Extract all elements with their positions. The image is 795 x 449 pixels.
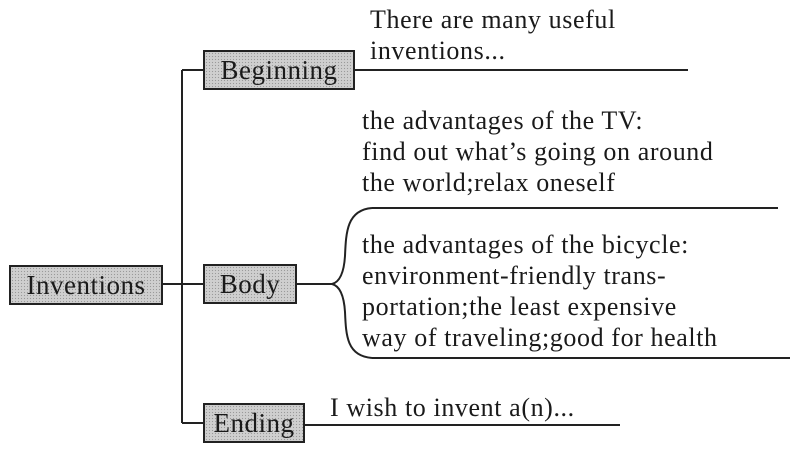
bicycle-advantages-text: the advantages of the bicycle: environme… [362, 229, 718, 353]
beginning-label: Beginning [220, 54, 338, 85]
body-brace [331, 207, 373, 359]
body-node: Body [203, 264, 297, 304]
ending-label: Ending [213, 407, 295, 438]
beginning-text-line: inventions... [370, 36, 506, 65]
bicycle-text-line: environment-friendly trans- [362, 261, 667, 290]
body-label: Body [219, 268, 281, 299]
root-node: Inventions [9, 265, 163, 305]
tv-text-line: the advantages of the TV: [362, 106, 644, 135]
bicycle-text-line: portation;the least expensive [362, 292, 677, 321]
tv-text-line: find out what’s going on around [362, 137, 714, 166]
tv-text-line: the world;relax oneself [362, 168, 616, 197]
ending-text: I wish to invent a(n)... [330, 392, 575, 423]
bicycle-text-line: the advantages of the bicycle: [362, 230, 689, 259]
ending-text-line: I wish to invent a(n)... [330, 393, 575, 422]
tv-advantages-text: the advantages of the TV: find out what’… [362, 105, 714, 198]
beginning-text: There are many useful inventions... [370, 4, 616, 66]
bicycle-text-line: way of traveling;good for health [362, 323, 718, 352]
root-label: Inventions [26, 269, 146, 300]
beginning-text-line: There are many useful [370, 5, 616, 34]
ending-node: Ending [203, 403, 305, 443]
beginning-node: Beginning [203, 50, 355, 90]
